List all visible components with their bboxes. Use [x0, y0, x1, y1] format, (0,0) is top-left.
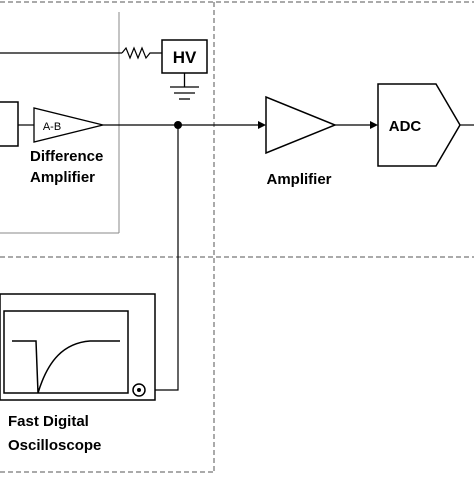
- amplifier-input-arrow: [258, 121, 266, 129]
- difference-amplifier-label-line2: Amplifier: [30, 169, 95, 186]
- input-stage-box: [0, 101, 19, 147]
- oscilloscope-label-line1: Fast Digital: [8, 413, 89, 430]
- hv-box: [161, 39, 208, 74]
- difference-amplifier-symbol: A-B: [43, 121, 61, 133]
- oscilloscope-waveform: [12, 340, 120, 394]
- hv-label: HV: [173, 48, 197, 67]
- hv-bias-line: [0, 46, 162, 60]
- ground-symbol: [170, 73, 199, 100]
- scope-tap-wire: [147, 125, 179, 391]
- oscilloscope-label-line2: Oscilloscope: [8, 437, 101, 454]
- difference-amplifier-triangle: [33, 107, 104, 143]
- adc-input-arrow: [370, 121, 378, 129]
- resistor-symbol: [121, 46, 162, 60]
- adc-label: ADC: [389, 118, 422, 135]
- bnc-connector-pin: [137, 388, 141, 392]
- amplifier-label: Amplifier: [266, 171, 331, 188]
- difference-amplifier-label-line1: Difference: [30, 148, 103, 165]
- amplifier-triangle: [265, 95, 337, 155]
- adc-block: [377, 83, 461, 167]
- oscilloscope-screen: [3, 310, 129, 394]
